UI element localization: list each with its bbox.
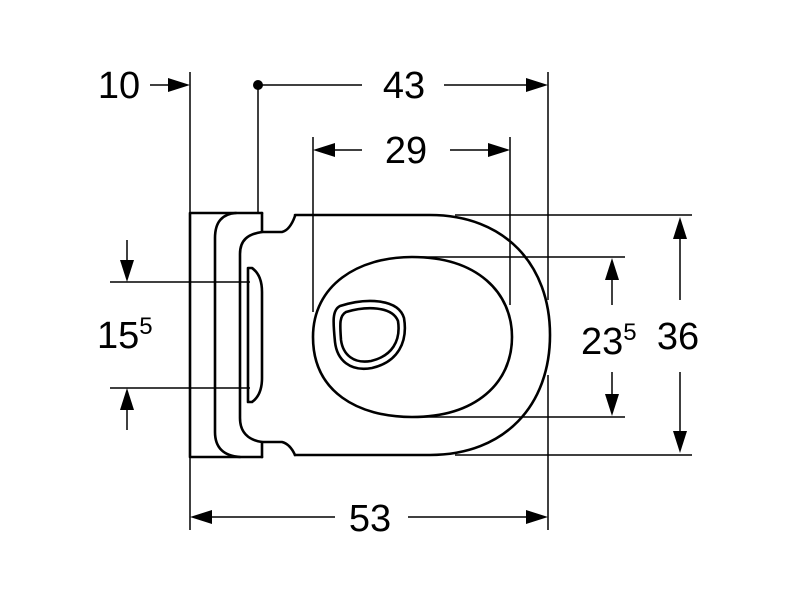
arrowhead-down (673, 431, 687, 453)
dimension-label-top-inner: 29 (385, 130, 427, 172)
dimension-label-left-side: 155 (97, 313, 153, 357)
arrowhead-down (605, 394, 619, 416)
dimension-right-inner: 235 (581, 258, 637, 416)
dimension-top-overall: 43 (253, 65, 548, 107)
dimension-bottom-overall: 53 (190, 498, 548, 540)
arrowhead-left (313, 143, 335, 157)
dimension-top-inner: 29 (313, 130, 510, 172)
arrowhead-down (120, 260, 134, 282)
dimension-label-right-inner: 235 (581, 319, 637, 363)
arrowhead-right (168, 78, 190, 92)
dimension-label-top-overall: 43 (383, 65, 425, 107)
fixture-outline (188, 211, 552, 459)
dimension-top-left: 10 (98, 65, 190, 107)
seat-hinge-bottom-notch (260, 440, 297, 459)
mounting-recess (246, 266, 264, 404)
extension-lines (110, 72, 692, 530)
arrowhead-left (190, 510, 212, 524)
seat-hinge-outer-curve (213, 211, 242, 459)
dimension-label-right-overall: 36 (657, 316, 699, 358)
arrowhead-up (120, 388, 134, 410)
bowl-opening-outline (311, 255, 514, 419)
arrowhead-right (526, 78, 548, 92)
arrowhead-right (526, 510, 548, 524)
arrowhead-up (673, 217, 687, 239)
dimension-label-top-left: 10 (98, 65, 140, 107)
arrowhead-up (605, 258, 619, 280)
seat-hinge-inner-curve (238, 230, 264, 444)
arrowhead-right (488, 143, 510, 157)
dimension-label-bottom-overall: 53 (349, 498, 391, 540)
drain-inner-outline (338, 306, 400, 363)
bowl-outer-outline (293, 213, 552, 457)
dimension-left-side: 155 (97, 240, 153, 430)
seat-hinge-top-notch (260, 211, 297, 234)
dimension-right-overall: 36 (657, 217, 699, 453)
drain-outer-outline (332, 299, 407, 371)
wall-block-outline (188, 211, 264, 459)
